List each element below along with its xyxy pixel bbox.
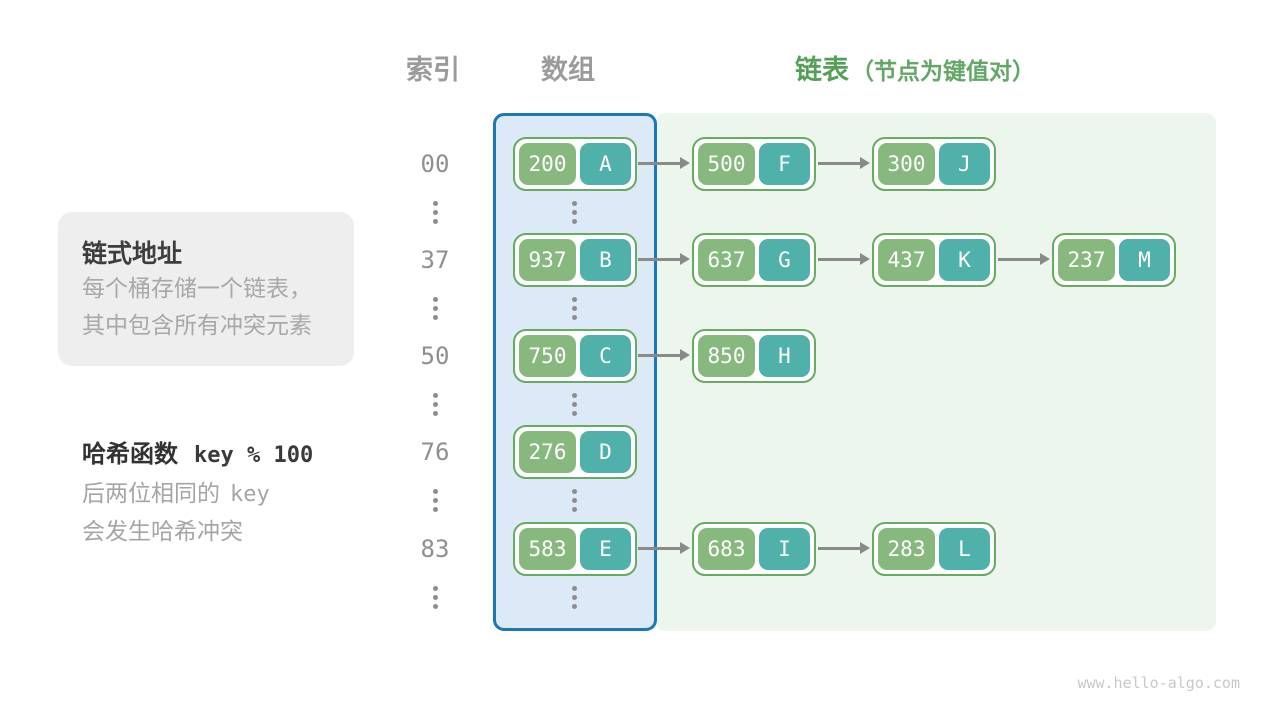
chain-node: 637 G <box>692 233 816 287</box>
node-key: 276 <box>519 431 576 473</box>
list-header-label: 链表 <box>795 55 849 85</box>
node-value: J <box>939 143 990 185</box>
node-key: 850 <box>698 335 755 377</box>
node-value: A <box>580 143 631 185</box>
index-column-header: 索引 <box>406 55 460 85</box>
list-header-note: （节点为键值对） <box>851 58 1035 84</box>
node-value: B <box>580 239 631 281</box>
node-value: G <box>759 239 810 281</box>
hash-note-key-code: key <box>230 482 270 507</box>
arrow-icon <box>638 542 690 554</box>
hash-note-text: 后两位相同的 <box>82 480 220 506</box>
array-column-header: 数组 <box>541 55 595 85</box>
bucket-node: 937 B <box>513 233 637 287</box>
index-label: 00 <box>420 150 450 178</box>
node-value: H <box>759 335 810 377</box>
info-panel-line: 每个桶存储一个链表， <box>82 275 312 301</box>
arrow-icon <box>818 157 870 169</box>
hash-function-label: 哈希函数 <box>82 441 178 468</box>
arrow-icon <box>638 253 690 265</box>
index-label: 76 <box>420 438 450 466</box>
arrow-icon <box>818 542 870 554</box>
node-key: 637 <box>698 239 755 281</box>
hash-function-formula: key % 100 <box>194 443 314 468</box>
chain-node: 237 M <box>1052 233 1176 287</box>
node-key: 300 <box>878 143 935 185</box>
bucket-node: 276 D <box>513 425 637 479</box>
chain-node: 683 I <box>692 522 816 576</box>
chain-node: 500 F <box>692 137 816 191</box>
ellipsis-icon <box>572 393 577 416</box>
ellipsis-icon <box>572 586 577 609</box>
index-label: 83 <box>420 535 450 563</box>
node-value: C <box>580 335 631 377</box>
ellipsis-icon <box>433 489 438 512</box>
node-value: F <box>759 143 810 185</box>
node-key: 750 <box>519 335 576 377</box>
node-value: M <box>1119 239 1170 281</box>
node-value: D <box>580 431 631 473</box>
node-value: L <box>939 528 990 570</box>
ellipsis-icon <box>433 297 438 320</box>
node-value: K <box>939 239 990 281</box>
node-key: 200 <box>519 143 576 185</box>
index-label: 50 <box>420 342 450 370</box>
ellipsis-icon <box>433 393 438 416</box>
ellipsis-icon <box>572 201 577 224</box>
site-watermark: www.hello-algo.com <box>1077 674 1240 692</box>
node-value: I <box>759 528 810 570</box>
list-column-header: 链表 （节点为键值对） <box>795 54 1035 86</box>
index-label: 37 <box>420 246 450 274</box>
hash-note-line: 后两位相同的 key <box>82 478 313 508</box>
node-key: 683 <box>698 528 755 570</box>
arrow-icon <box>998 253 1050 265</box>
arrow-icon <box>818 253 870 265</box>
chain-node: 300 J <box>872 137 996 191</box>
hash-function-note: 哈希函数 key % 100 后两位相同的 key 会发生哈希冲突 <box>82 434 313 546</box>
arrow-icon <box>638 157 690 169</box>
node-value: E <box>580 528 631 570</box>
ellipsis-icon <box>572 297 577 320</box>
info-panel-title: 链式地址 <box>82 240 183 268</box>
hash-function-title-row: 哈希函数 key % 100 <box>82 434 313 468</box>
chain-node: 283 L <box>872 522 996 576</box>
node-key: 237 <box>1058 239 1115 281</box>
ellipsis-icon <box>572 489 577 512</box>
bucket-node: 200 A <box>513 137 637 191</box>
node-key: 283 <box>878 528 935 570</box>
ellipsis-icon <box>433 586 438 609</box>
node-key: 437 <box>878 239 935 281</box>
hash-note-line: 会发生哈希冲突 <box>82 518 243 544</box>
node-key: 500 <box>698 143 755 185</box>
bucket-node: 583 E <box>513 522 637 576</box>
ellipsis-icon <box>433 201 438 224</box>
arrow-icon <box>638 349 690 361</box>
chaining-info-panel: 链式地址 每个桶存储一个链表， 其中包含所有冲突元素 <box>58 212 354 366</box>
chain-node: 850 H <box>692 329 816 383</box>
node-key: 937 <box>519 239 576 281</box>
bucket-node: 750 C <box>513 329 637 383</box>
chain-node: 437 K <box>872 233 996 287</box>
info-panel-line: 其中包含所有冲突元素 <box>82 312 312 338</box>
node-key: 583 <box>519 528 576 570</box>
